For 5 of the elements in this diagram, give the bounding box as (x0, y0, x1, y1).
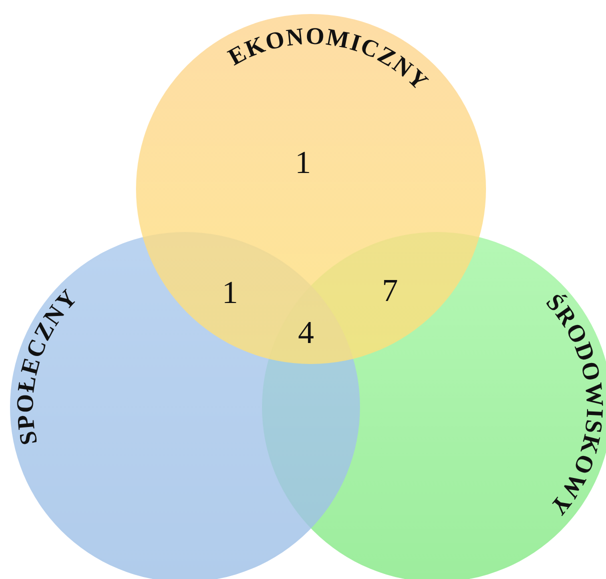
count-label: 7 (382, 274, 398, 306)
count-label: 1 (222, 276, 238, 308)
count-label: 1 (295, 146, 311, 178)
venn-circle (136, 14, 486, 364)
count-label: 4 (298, 316, 314, 348)
